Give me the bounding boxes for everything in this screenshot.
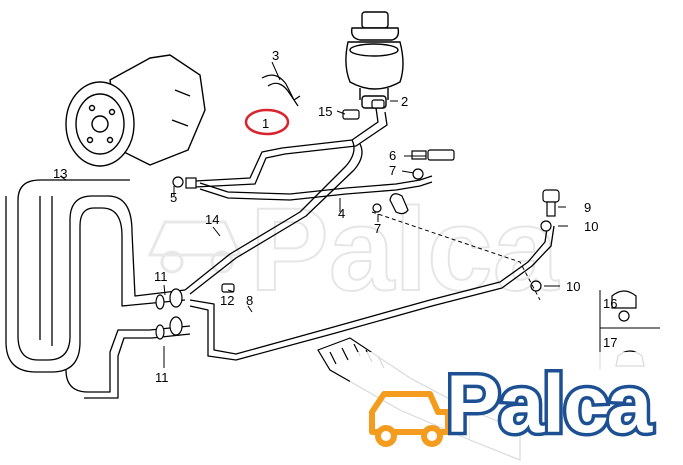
callout-1: 1 [262,116,269,131]
callout-3: 3 [272,48,279,63]
callout-15: 15 [318,104,332,119]
callout-11-upper: 11 [154,269,168,284]
reservoir-illustration [345,11,404,109]
highlight-circle [244,108,290,136]
callout-6: 6 [389,148,396,163]
palca-logo: Palca [350,352,683,465]
callout-17: 17 [603,335,617,350]
callout-16: 16 [603,296,617,311]
logo-car-icon [369,391,451,447]
callout-8: 8 [246,293,253,308]
callout-4: 4 [338,206,345,221]
callout-leaders [59,61,568,368]
callout-7-lower: 7 [374,221,381,236]
callout-10-lower: 10 [566,279,580,294]
pump-illustration [65,54,206,167]
callout-13: 13 [53,166,67,181]
hose-lines [5,107,555,399]
callout-5: 5 [170,190,177,205]
callout-14: 14 [205,212,219,227]
background-watermark: Palca [147,183,561,317]
callout-12: 12 [220,293,234,308]
callout-11-lower: 11 [155,370,169,385]
part-callouts: 1 2 3 4 5 6 7 7 8 9 10 10 11 11 12 13 14… [53,48,617,385]
callout-10-upper: 10 [584,219,598,234]
callout-7-upper: 7 [389,163,396,178]
logo-wordmark: Palca [446,359,654,450]
dashed-leader [371,211,541,301]
watermark-car-icon [147,220,243,274]
callout-9: 9 [584,200,591,215]
callout-2: 2 [401,94,408,109]
